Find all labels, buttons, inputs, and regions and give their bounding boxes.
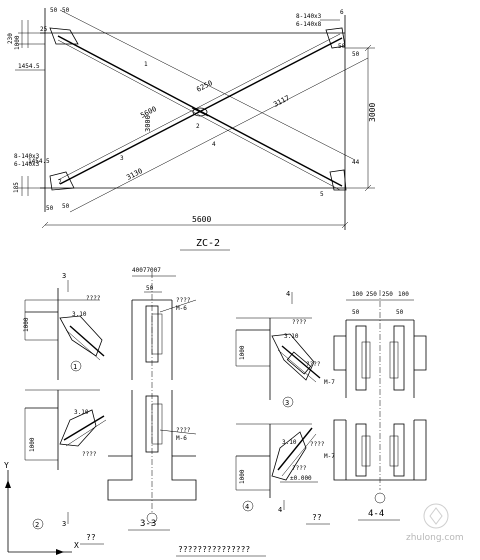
left-top-dim-e: 50	[62, 7, 70, 14]
marker-5: 5	[320, 191, 324, 198]
d1-text-a: ????	[86, 295, 101, 302]
diag-offset-dim: 3130	[125, 167, 144, 182]
mid-label: 3000	[144, 115, 152, 132]
left-top-dim-a: 230	[7, 33, 14, 44]
right-bot-dim: 44	[352, 159, 360, 166]
marker-1: 1	[144, 61, 148, 68]
d1-number: 1	[73, 363, 77, 371]
s44-dim-2: 250	[366, 291, 377, 298]
watermark-text: zhulong.com	[406, 533, 464, 543]
detail-1: ???? 3.10 1000 1 3	[23, 272, 105, 380]
section-3-3: 40077007 50 ???? M-6 ???? M-6 3-3	[107, 267, 197, 531]
left-top-dim-c: 25	[40, 26, 48, 33]
s44-w2: 50	[396, 309, 404, 316]
s44-title: 4-4	[368, 509, 384, 519]
d4-level: ±0.000	[290, 475, 312, 482]
left-bot-dim-a: 1454.5	[28, 158, 50, 165]
section-mark-1: 3	[62, 272, 66, 280]
plate-label-left-2: 6-140x3	[14, 161, 40, 168]
s44-dim-3: 250	[382, 291, 393, 298]
main-title: ZC-2	[196, 238, 220, 249]
s33-width: 50	[146, 285, 154, 292]
marker-6: 6	[340, 9, 344, 16]
left-mid-dim: 1454.5	[18, 63, 40, 70]
marker-3: 3	[120, 155, 124, 162]
d3-m: M-7	[324, 379, 335, 386]
span-dimension: 5600	[192, 215, 211, 224]
axis-indicator: Y X	[4, 461, 79, 555]
diag-upper-dim: 6250	[195, 79, 214, 94]
d3-text-c: ????	[306, 361, 321, 368]
axis-y-label: Y	[4, 461, 9, 470]
section-mark-2: 3	[62, 520, 66, 528]
left-bot-dim-d: 50	[62, 203, 70, 210]
d4-number: 4	[245, 503, 249, 511]
s44-dim-4: 100	[398, 291, 409, 298]
s33-text-b: ????	[176, 427, 191, 434]
marker-4: 4	[212, 141, 216, 148]
d4-text-a: ????	[292, 465, 307, 472]
detail-3: 4 ???? 3.10 ???? M-7 1000 3	[235, 290, 335, 408]
s33-title: 3-3	[140, 519, 156, 529]
section-mark-4: 4	[278, 506, 282, 514]
d2-number: 2	[35, 521, 39, 529]
detail-2: 3.10 ???? 1000 2 3	[24, 389, 107, 530]
marker-2: 2	[196, 123, 200, 130]
left-top-dim-b: 1000	[14, 35, 21, 50]
d3-text-a: ????	[292, 319, 307, 326]
axis-x-label: X	[74, 541, 79, 550]
right-top-dim-a: 50	[338, 43, 346, 50]
left-top-dim-d: 50	[50, 7, 58, 14]
detail-4: 3.10 ???? M-7 ???? 1000 ±0.000 4 4	[235, 423, 335, 514]
d4-m: M-7	[324, 453, 335, 460]
right-top-dim-b: 50	[352, 51, 360, 58]
d3-number: 3	[285, 399, 289, 407]
s33-top-dim: 40077007	[132, 267, 161, 274]
d1-dim: 1000	[23, 317, 30, 332]
s33-text-a: ????	[176, 297, 191, 304]
d1-text-b: 3.10	[72, 311, 87, 318]
diag-lower-dim: 3117	[272, 94, 291, 109]
d3-text-b: 3.10	[284, 333, 299, 340]
s44-w1: 50	[352, 309, 360, 316]
section-4-4: 100 250 250 100 50 50 4-4	[333, 290, 427, 521]
marker-7: 7	[58, 179, 62, 186]
d4-dim: 1000	[239, 469, 246, 484]
d3-dim: 1000	[239, 345, 246, 360]
d2-text-b: 3.10	[74, 409, 89, 416]
plate-label-top-right-1: 8-140x3	[296, 13, 322, 20]
s44-dim-1: 100	[352, 291, 363, 298]
d2-text-a: ????	[82, 451, 97, 458]
watermark: zhulong.com	[406, 503, 464, 543]
main-elevation: 5600 3000 6250 3117 5600 3000 3130 230 1…	[7, 7, 377, 251]
d4-text-c: ????	[310, 441, 325, 448]
label-qq: ??	[86, 533, 96, 542]
section-mark-3: 4	[286, 290, 290, 298]
d4-text-b: 3.10	[282, 439, 297, 446]
left-bot-dim-b: 185	[13, 182, 20, 193]
s33-m1: M-6	[176, 305, 187, 312]
bottom-caption: ???????????????	[178, 545, 250, 554]
left-bot-dim-c: 50	[46, 205, 54, 212]
height-dimension: 3000	[368, 103, 377, 122]
plate-label-left-1: 8-140x3	[14, 153, 40, 160]
s33-m2: M-6	[176, 435, 187, 442]
plate-label-top-right-2: 6-140x8	[296, 21, 322, 28]
d2-dim: 1000	[29, 437, 36, 452]
label-qq-2: ??	[312, 513, 322, 522]
